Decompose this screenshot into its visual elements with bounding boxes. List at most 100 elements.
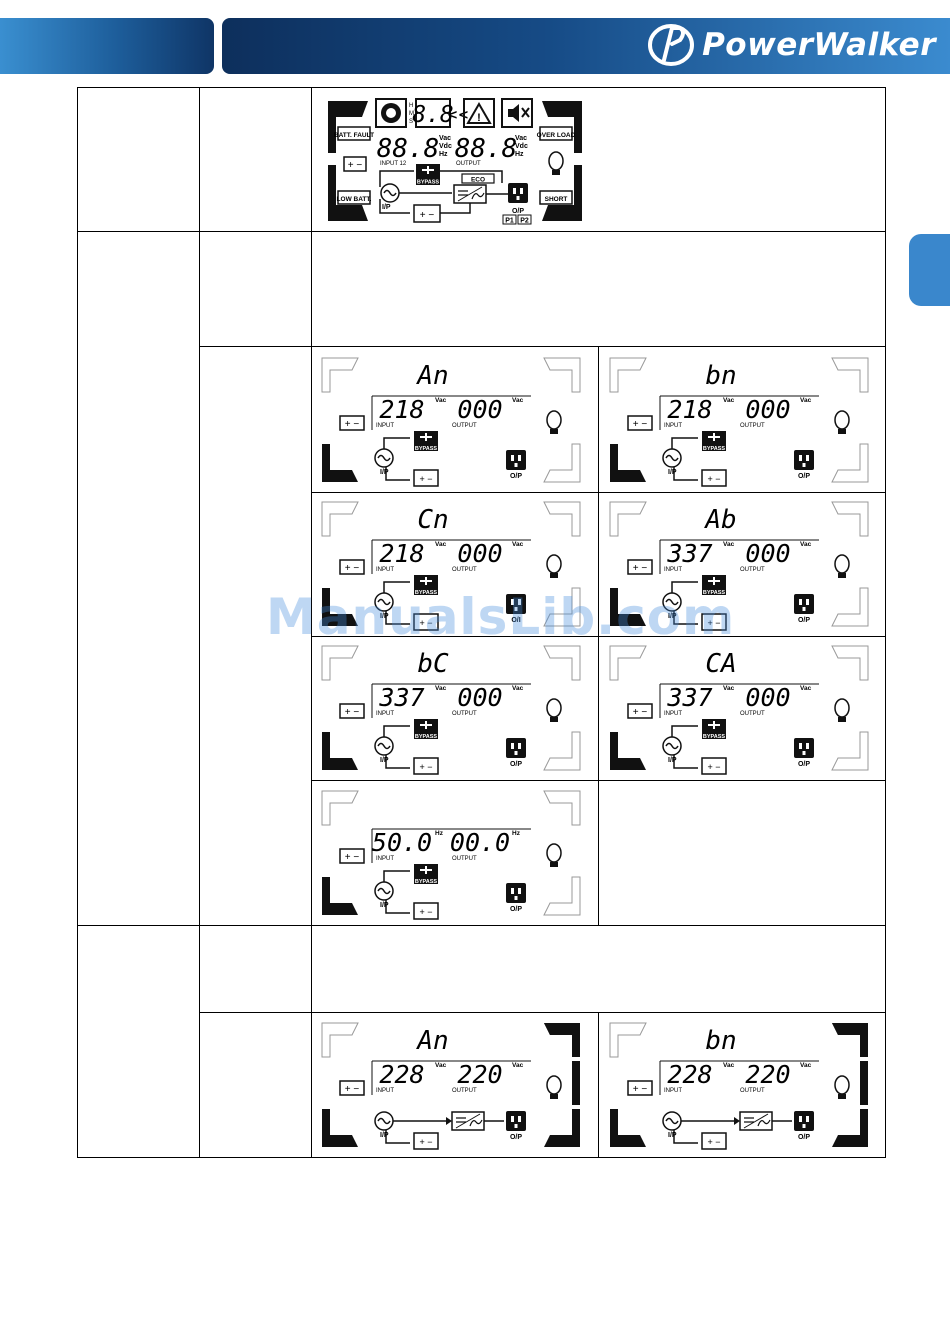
lcd-bypass-screen: + − Ab 337 Vac 000 Vac INPUT OUTPUT BYPA… <box>606 496 872 632</box>
bypass-plug-icon <box>414 431 438 444</box>
short-label: SHORT <box>545 196 568 203</box>
output-value: 000 <box>457 683 502 712</box>
input-label: INPUT <box>376 1088 394 1094</box>
battery-icon: + − <box>627 415 653 431</box>
clock-icon <box>375 98 407 128</box>
svg-text:+ −: + − <box>419 474 432 484</box>
svg-text:+ −: + − <box>420 210 435 221</box>
input-value: 337 <box>378 683 424 712</box>
lcd-bypass-screen: + − 50.0 Hz 00.0 Hz INPUT OUTPUT BYPASS … <box>318 785 584 921</box>
ip-label: I/P <box>380 902 389 909</box>
op-label: O/P <box>510 473 522 480</box>
bulb-icon <box>546 410 562 434</box>
output-value: 220 <box>457 1060 502 1089</box>
input-12-label: INPUT 12 <box>380 161 407 167</box>
lcd-online-screen: + − An 228 Vac 220 Vac INPUT OUTPUT I/P … <box>318 1017 584 1153</box>
output-label: OUTPUT <box>740 711 765 717</box>
status-code: CA <box>705 649 736 679</box>
timer-unit-h: H <box>409 103 413 109</box>
svg-text:+ −: + − <box>348 160 363 171</box>
output-socket-icon <box>508 183 528 203</box>
input-value: 228 <box>379 1060 424 1089</box>
bypass-plug-icon <box>414 719 438 732</box>
ac-source-icon <box>662 448 682 468</box>
status-code: Ab <box>703 505 736 535</box>
output-unit: Vac <box>512 397 524 404</box>
output-unit: Vac <box>512 1062 524 1069</box>
ac-source-icon <box>374 736 394 756</box>
p2-label: P2 <box>520 218 529 225</box>
ip-label: I/P <box>382 204 391 211</box>
output-label: OUTPUT <box>740 567 765 573</box>
input-label: INPUT <box>376 856 394 862</box>
svg-text:+ −: + − <box>345 1084 360 1095</box>
svg-text:+ −: + − <box>707 1137 720 1147</box>
logo-text: PowerWalker <box>702 27 936 63</box>
over-load-label: OVER LOAD <box>537 132 576 139</box>
lcd-bypass-screen: + − bC 337 Vac 000 Vac INPUT OUTPUT BYPA… <box>318 640 584 776</box>
output-unit: Vac <box>800 1062 812 1069</box>
input-unit: Vac <box>435 397 447 404</box>
output-socket-icon <box>506 450 526 470</box>
op-label: O/I <box>511 617 520 624</box>
battery-flow-icon: + − <box>413 757 439 775</box>
bypass-plug-icon <box>416 164 440 177</box>
ac-source-icon <box>374 1111 394 1131</box>
input-label: INPUT <box>376 711 394 717</box>
output-label: OUTPUT <box>452 567 477 573</box>
header-bar-main <box>222 18 950 74</box>
input-label: INPUT <box>664 567 682 573</box>
svg-text:+ −: + − <box>707 618 720 628</box>
lcd-online-screen: + − bn 228 Vac 220 Vac INPUT OUTPUT I/P … <box>606 1017 872 1153</box>
bulb-icon <box>834 698 850 722</box>
bypass-label: BYPASS <box>417 180 440 186</box>
unit-vac-2: Vac <box>515 135 527 142</box>
inverter-icon <box>739 1111 773 1131</box>
battery-flow-icon: + − <box>413 613 439 631</box>
input-label: INPUT <box>664 1088 682 1094</box>
timer-unit-m: M <box>409 111 414 117</box>
input-label: INPUT <box>664 423 682 429</box>
output-socket-icon <box>794 450 814 470</box>
bypass-label: BYPASS <box>703 446 726 452</box>
svg-text:+ −: + − <box>345 852 360 863</box>
output-label: OUTPUT <box>452 423 477 429</box>
battery-flow-icon: + − <box>701 1132 727 1150</box>
input-unit: Vac <box>723 397 735 404</box>
ip-label: I/P <box>668 469 677 476</box>
output-unit: Vac <box>512 541 524 548</box>
svg-text:+ −: + − <box>633 1084 648 1095</box>
output-value: 000 <box>457 395 502 424</box>
op-label: O/P <box>510 1134 522 1141</box>
svg-text:+ −: + − <box>419 907 432 917</box>
powerwalker-logo: PowerWalker <box>646 22 936 68</box>
bulb-icon <box>834 554 850 578</box>
battery-icon: + − <box>343 156 367 172</box>
svg-text:+ −: + − <box>345 563 360 574</box>
ac-source-icon <box>662 592 682 612</box>
status-code: bC <box>417 649 449 679</box>
output-socket-icon <box>506 594 526 614</box>
battery-icon: + − <box>339 559 365 575</box>
svg-text:+ −: + − <box>633 419 648 430</box>
svg-text:+ −: + − <box>707 474 720 484</box>
input-unit: Vac <box>723 1062 735 1069</box>
input-unit: Vac <box>723 541 735 548</box>
lcd-bypass-screen: + − Cn 218 Vac 000 Vac INPUT OUTPUT BYPA… <box>318 496 584 632</box>
input-value: 218 <box>379 395 424 424</box>
ac-source-icon <box>662 736 682 756</box>
battery-flow-icon: + − <box>413 1132 439 1150</box>
op-label: O/P <box>798 617 810 624</box>
bypass-plug-icon <box>702 575 726 588</box>
battery-flow-icon: + − <box>413 469 439 487</box>
ac-source-icon <box>374 448 394 468</box>
output-digits: 88.8 <box>455 134 518 164</box>
output-label: OUTPUT <box>740 1088 765 1094</box>
input-value: 337 <box>666 539 712 568</box>
op-label: O/P <box>798 1134 810 1141</box>
bulb-icon <box>546 1075 562 1099</box>
svg-text:+ −: + − <box>419 618 432 628</box>
output-value: 00.0 <box>450 828 510 857</box>
svg-text:+ −: + − <box>633 707 648 718</box>
unit-vdc-2: Vdc <box>515 143 528 150</box>
